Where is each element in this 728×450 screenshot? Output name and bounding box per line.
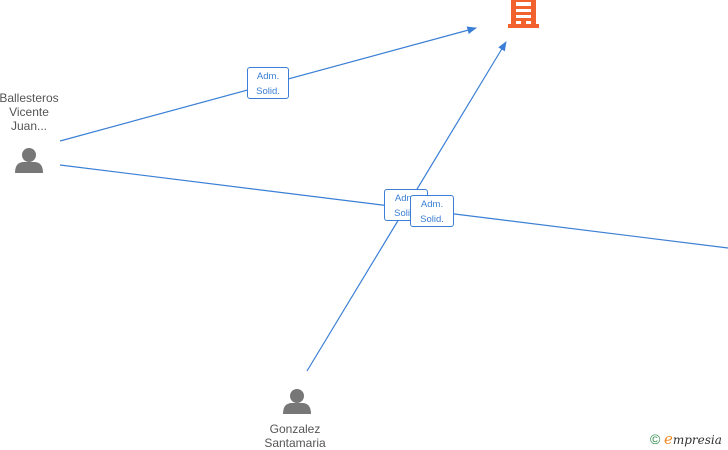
- relation-type: Adm.: [394, 193, 418, 204]
- relation-role: Solid.: [394, 208, 418, 219]
- building-icon[interactable]: [508, 0, 539, 28]
- person-label-gonzalez[interactable]: Gonzalez Santamaria: [264, 422, 326, 450]
- brand-name: mpresia: [672, 433, 722, 447]
- copyright-symbol: ©: [650, 431, 661, 447]
- person-icon[interactable]: [15, 148, 43, 173]
- relation-type: Adm.: [256, 71, 280, 82]
- relation-role: Solid.: [420, 214, 444, 225]
- relation-role: Solid.: [256, 86, 280, 97]
- person-icon[interactable]: [283, 389, 311, 414]
- relation-badge[interactable]: Adm. Solid.: [247, 67, 289, 99]
- relation-type: Adm.: [420, 199, 444, 210]
- empresia-watermark: © empresia: [650, 430, 722, 448]
- relation-badge[interactable]: Adm. Solid.: [410, 195, 454, 227]
- person-label-ballesteros[interactable]: Ballesteros Vicente Juan...: [0, 91, 59, 133]
- brand-logo-e: e: [663, 430, 673, 448]
